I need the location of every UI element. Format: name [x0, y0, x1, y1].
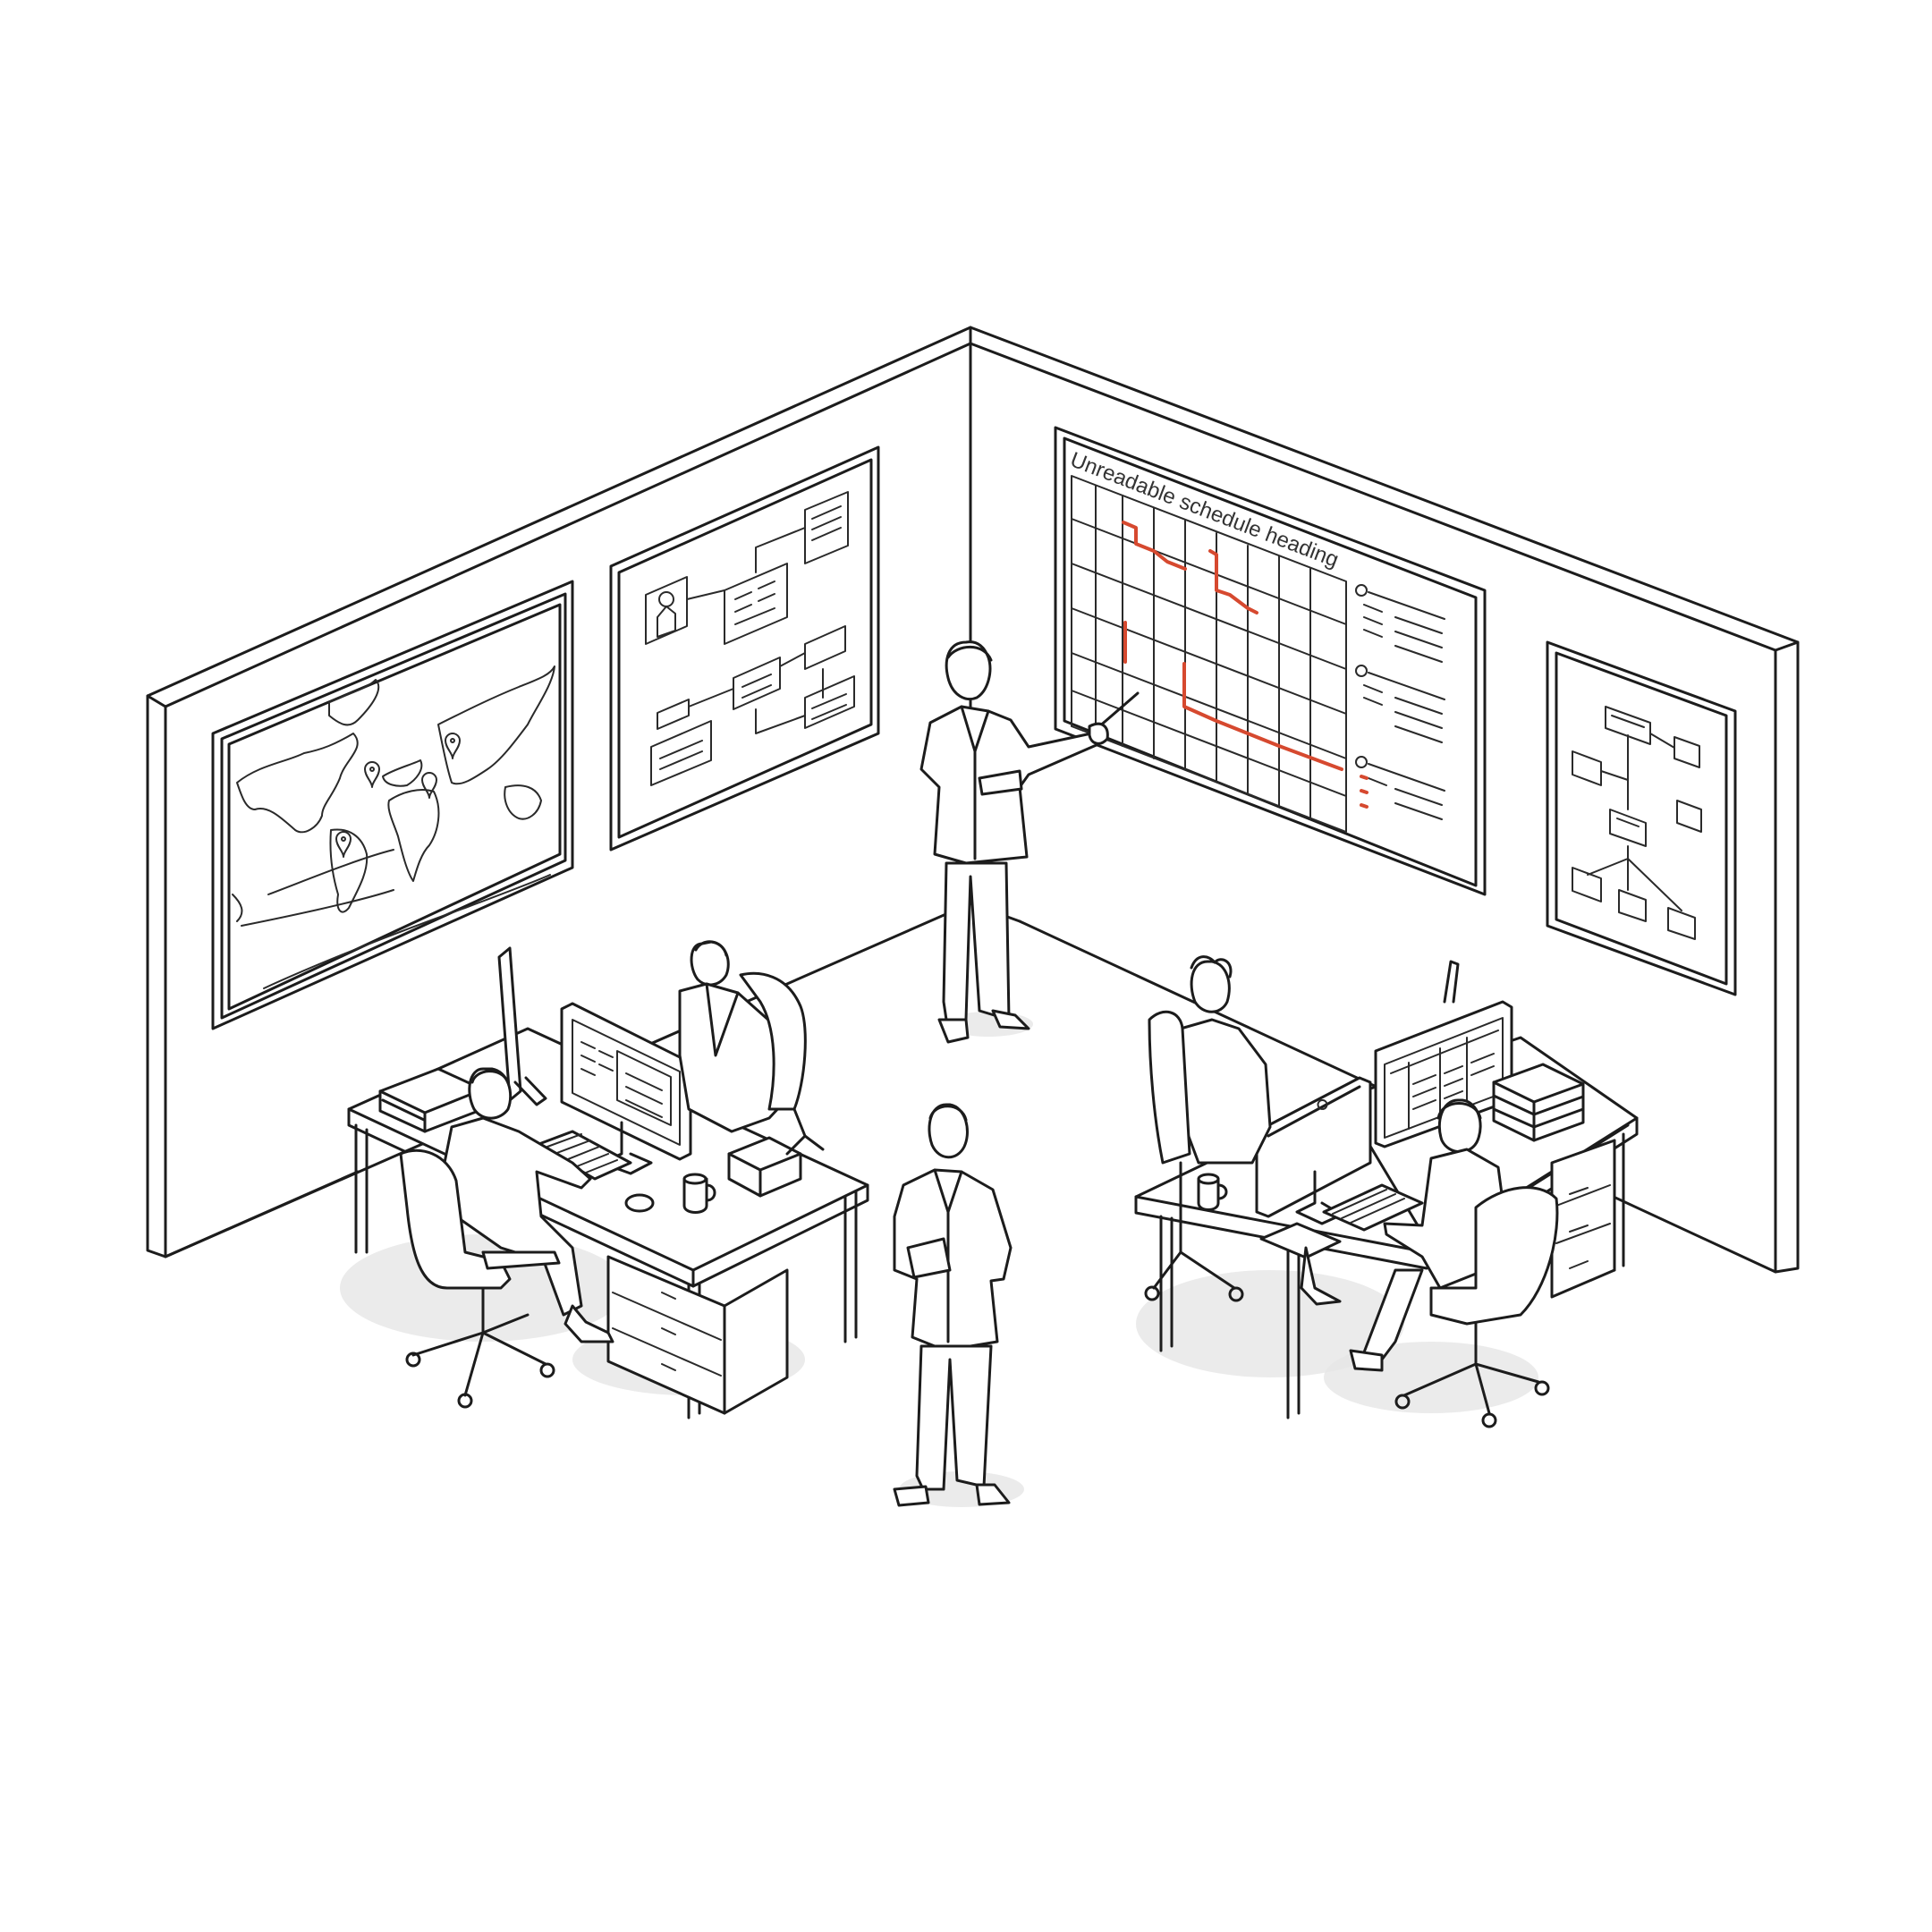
right-book-stack	[1492, 1063, 1585, 1142]
left-back-monitor	[497, 946, 522, 1102]
schedule-legend	[1355, 584, 1445, 820]
worker-left-back-chair	[739, 971, 807, 1111]
map-pin-icon	[421, 772, 437, 799]
schedule-legend-red-markers	[1360, 775, 1368, 809]
hierarchy-board	[1546, 640, 1737, 996]
schedule-grid	[1071, 475, 1347, 833]
flow-note	[724, 563, 788, 645]
presenter	[919, 640, 1140, 1044]
standing-person-tablet	[893, 1103, 1013, 1507]
left-mouse	[624, 1193, 655, 1213]
tablet-device	[906, 1237, 952, 1279]
worker-right-back	[1144, 955, 1342, 1306]
worker-left-front	[399, 1067, 614, 1409]
presenter-trousers	[942, 861, 1011, 1021]
left-coffee-mug	[682, 1177, 708, 1214]
map-pin-icon	[445, 733, 461, 759]
worker-right-front	[1349, 1098, 1559, 1428]
presenter-hand	[1088, 722, 1109, 745]
org-flow-board	[609, 445, 880, 852]
map-pins	[335, 733, 461, 858]
right-desk	[1134, 960, 1639, 1419]
worker-right-front-chair	[1429, 1186, 1559, 1326]
world-map-outlines	[232, 665, 555, 989]
worker-left-front-chair	[399, 1148, 512, 1290]
world-map-board	[211, 580, 574, 1030]
right-all-in-one-computer	[1255, 1076, 1372, 1225]
presenter-head	[945, 640, 992, 700]
right-notebook	[1259, 1222, 1342, 1259]
right-keyboard	[1322, 1183, 1424, 1232]
right-coffee-mug	[1197, 1177, 1220, 1211]
right-wall	[969, 326, 1800, 1274]
profile-card	[645, 576, 688, 645]
map-pin-icon	[335, 831, 352, 858]
worker-right-back-chair	[1148, 1010, 1191, 1165]
map-pin-icon	[364, 761, 380, 788]
presenter-tablet	[978, 769, 1023, 796]
schedule-route-lines	[1122, 521, 1343, 771]
right-drawer-cabinet	[1550, 1139, 1616, 1299]
left-front-monitor	[560, 1002, 692, 1175]
worker-left-back	[678, 940, 825, 1156]
apple-logo-icon	[1317, 1099, 1328, 1110]
